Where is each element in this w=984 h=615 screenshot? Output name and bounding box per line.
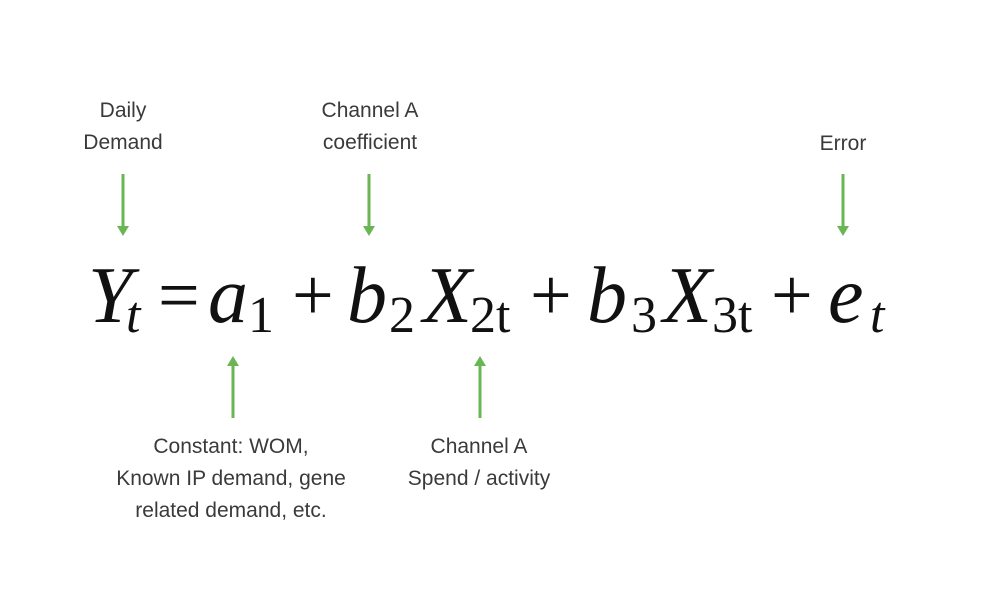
arrows (117, 174, 849, 418)
subscript-3: 3 (631, 287, 657, 344)
symbol-x: X (420, 252, 475, 340)
label-line: Channel A (430, 435, 528, 458)
label-line: Channel A (321, 99, 419, 122)
label-daily-demand: Daily Demand (48, 95, 198, 159)
symbol-a: a (208, 252, 248, 340)
subscript-2: 2 (389, 287, 415, 344)
label-line: coefficient (322, 131, 418, 154)
label-line: Daily (99, 99, 147, 122)
arrow-down-error (837, 174, 849, 236)
arrow-down-daily-demand (117, 174, 129, 236)
label-line: related demand, etc. (135, 499, 327, 522)
label-channel-a-coefficient: Channel A coefficient (290, 95, 450, 159)
label-constant: Constant: WOM, Known IP demand, gene rel… (96, 431, 366, 527)
subscript-3t: 3t (712, 287, 753, 344)
label-line: Spend / activity (407, 467, 551, 490)
label-line: Known IP demand, gene (116, 467, 346, 490)
symbol-plus: + (771, 255, 813, 337)
symbol-e: e (828, 252, 864, 340)
label-error: Error (790, 128, 896, 160)
subscript-2t: 2t (470, 287, 511, 344)
arrow-down-channel-a-coefficient (363, 174, 375, 236)
symbol-plus: + (530, 255, 572, 337)
symbol-y: Y (88, 252, 140, 340)
symbol-b: b (347, 252, 387, 340)
label-line: Constant: WOM, (153, 435, 309, 458)
symbol-equals: = (158, 255, 200, 337)
subscript-t: t (870, 287, 886, 344)
symbol-plus: + (292, 255, 334, 337)
label-channel-a-spend: Channel A Spend / activity (384, 431, 574, 495)
subscript-1: 1 (248, 287, 274, 344)
arrow-up-channel-a-spend (474, 356, 486, 418)
label-line: Error (819, 132, 867, 155)
symbol-b: b (587, 252, 627, 340)
arrow-up-constant (227, 356, 239, 418)
symbol-x: X (660, 252, 715, 340)
subscript-t: t (126, 287, 142, 344)
label-line: Demand (83, 131, 163, 154)
